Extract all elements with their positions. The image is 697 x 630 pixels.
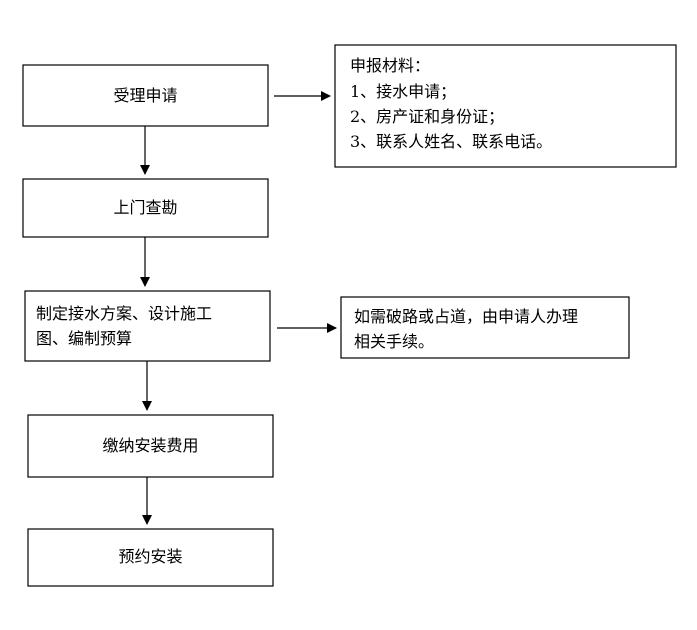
materials-note-box bbox=[334, 44, 677, 168]
step-site-survey-box bbox=[22, 178, 269, 238]
step-pay-installation-fee-box bbox=[27, 414, 274, 478]
materials-note-title: 申报材料： bbox=[350, 56, 430, 75]
step-plan-design-budget-line1: 制定接水方案、设计施工 bbox=[36, 304, 212, 323]
step-plan-design-budget-line2: 图、编制预算 bbox=[36, 329, 132, 348]
step-schedule-installation-label: 预约安装 bbox=[118, 547, 182, 566]
materials-note-item-1: 1、接水申请； bbox=[350, 82, 456, 101]
step-site-survey-label: 上门查勘 bbox=[113, 198, 177, 217]
step-plan-design-budget-box bbox=[24, 290, 271, 362]
materials-note-item-2: 2、房产证和身份证； bbox=[350, 107, 504, 126]
road-note-line2: 相关手续。 bbox=[354, 332, 434, 351]
road-note-line1: 如需破路或占道，由申请人办理 bbox=[354, 307, 578, 326]
road-note-box bbox=[340, 296, 630, 359]
step-schedule-installation-box bbox=[27, 528, 274, 587]
step-pay-installation-fee-label: 缴纳安装费用 bbox=[102, 436, 198, 455]
materials-note-item-3: 3、联系人姓名、联系电话。 bbox=[350, 132, 552, 151]
step-accept-application-label: 受理申请 bbox=[113, 86, 177, 105]
step-accept-application-box bbox=[22, 64, 269, 127]
